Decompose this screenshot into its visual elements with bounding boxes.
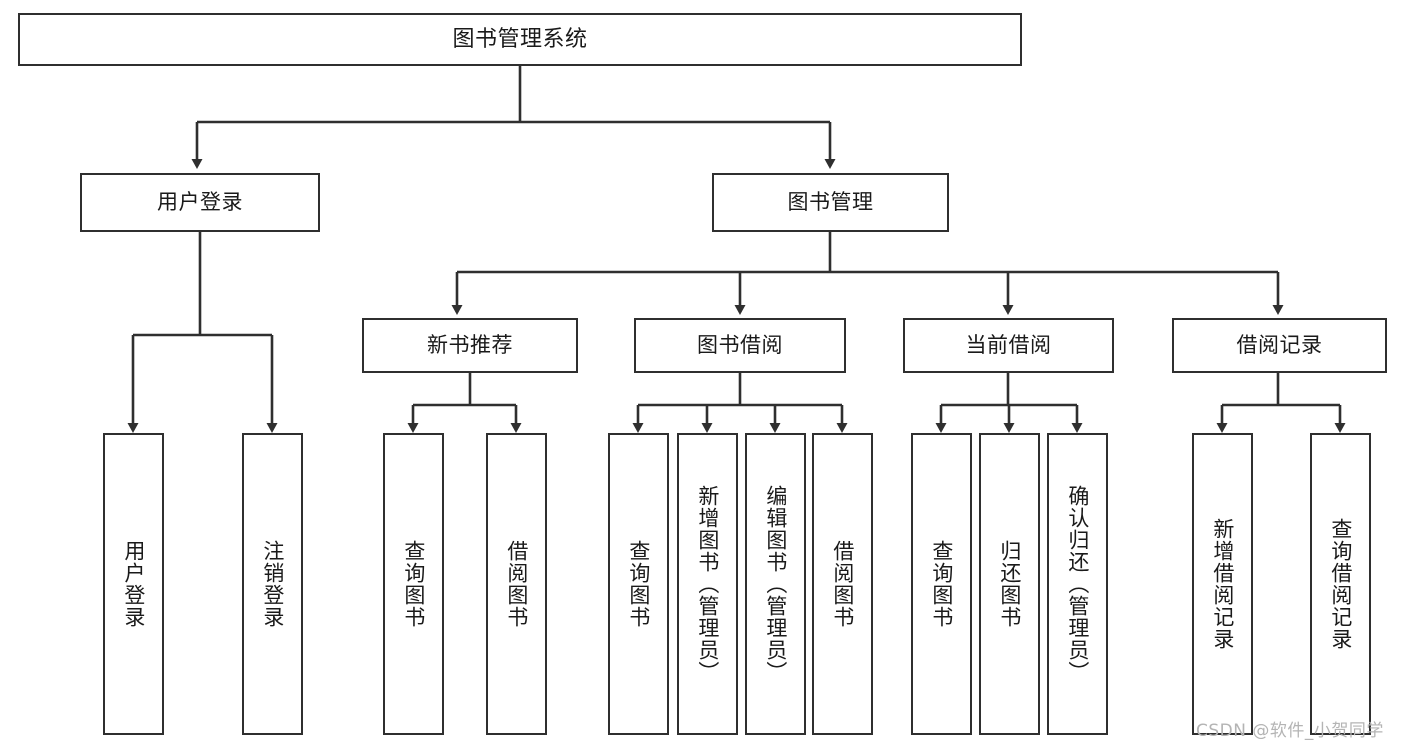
leaf-query-book-3[interactable]: 查询图书 — [911, 433, 972, 735]
node-book-borrow-label: 图书借阅 — [697, 333, 783, 358]
node-user-login[interactable]: 用户登录 — [80, 173, 320, 232]
node-borrow-record-label: 借阅记录 — [1236, 333, 1323, 358]
node-borrow-record[interactable]: 借阅记录 — [1172, 318, 1387, 373]
node-book-manage-label: 图书管理 — [787, 190, 874, 215]
node-book-borrow[interactable]: 图书借阅 — [634, 318, 846, 373]
leaf-confirm-return[interactable]: 确认归还（管理员） — [1047, 433, 1108, 735]
node-root[interactable]: 图书管理系统 — [18, 13, 1022, 66]
leaf-query-book-2[interactable]: 查询图书 — [608, 433, 669, 735]
leaf-return-book[interactable]: 归还图书 — [979, 433, 1040, 735]
node-user-login-label: 用户登录 — [157, 190, 243, 215]
leaf-add-book[interactable]: 新增图书（管理员） — [677, 433, 738, 735]
leaf-confirm-return-label: 确认归还（管理员） — [1065, 485, 1090, 683]
leaf-user-login[interactable]: 用户登录 — [103, 433, 164, 735]
leaf-query-book-1[interactable]: 查询图书 — [383, 433, 444, 735]
leaf-borrow-book-2-label: 借阅图书 — [830, 540, 855, 628]
leaf-borrow-book-2[interactable]: 借阅图书 — [812, 433, 873, 735]
node-new-book-rec-label: 新书推荐 — [427, 333, 513, 358]
node-book-manage[interactable]: 图书管理 — [712, 173, 949, 232]
leaf-borrow-book-1[interactable]: 借阅图书 — [486, 433, 547, 735]
leaf-add-book-label: 新增图书（管理员） — [695, 485, 720, 683]
leaf-add-record[interactable]: 新增借阅记录 — [1192, 433, 1253, 735]
node-new-book-rec[interactable]: 新书推荐 — [362, 318, 578, 373]
leaf-query-record-label: 查询借阅记录 — [1328, 518, 1353, 650]
leaf-edit-book-label: 编辑图书（管理员） — [763, 485, 788, 683]
csdn-watermark: CSDN @软件_小贺同学 — [1196, 721, 1384, 741]
leaf-add-record-label: 新增借阅记录 — [1210, 518, 1235, 650]
leaf-logout[interactable]: 注销登录 — [242, 433, 303, 735]
leaf-return-book-label: 归还图书 — [997, 540, 1022, 628]
node-current-borrow[interactable]: 当前借阅 — [903, 318, 1114, 373]
leaf-edit-book[interactable]: 编辑图书（管理员） — [745, 433, 806, 735]
leaf-query-book-2-label: 查询图书 — [626, 540, 651, 628]
leaf-query-record[interactable]: 查询借阅记录 — [1310, 433, 1371, 735]
leaf-query-book-3-label: 查询图书 — [929, 540, 954, 628]
node-current-borrow-label: 当前借阅 — [965, 333, 1052, 358]
leaf-logout-label: 注销登录 — [260, 540, 285, 628]
node-root-label: 图书管理系统 — [452, 26, 588, 52]
leaf-user-login-label: 用户登录 — [121, 540, 146, 628]
leaf-borrow-book-1-label: 借阅图书 — [504, 540, 529, 628]
leaf-query-book-1-label: 查询图书 — [401, 540, 426, 628]
